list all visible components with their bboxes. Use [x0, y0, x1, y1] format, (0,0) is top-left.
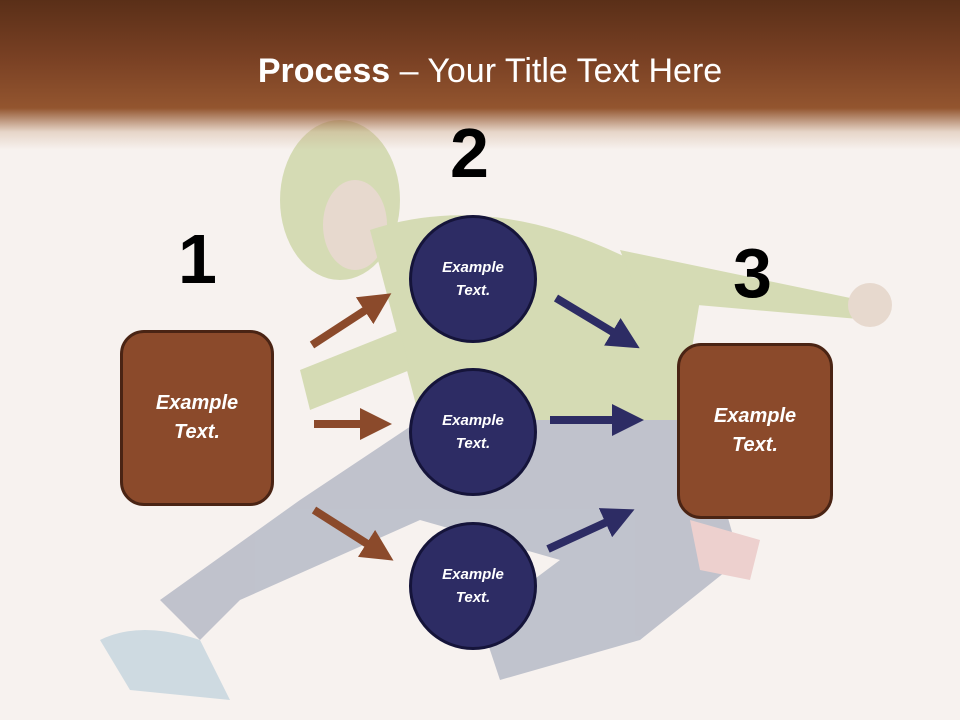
circle-middle-line2: Text.	[455, 435, 491, 452]
circle-top-line2: Text.	[455, 282, 491, 299]
step-number-1: 1	[178, 220, 217, 298]
circle-bottom-line1: Example	[442, 566, 504, 583]
slide-title: Process – Your Title Text Here	[0, 52, 960, 91]
step-3-line2: Text.	[732, 434, 778, 456]
step-number-2: 2	[450, 114, 489, 192]
title-bar	[0, 0, 960, 150]
step-3-line1: Example	[713, 405, 797, 427]
circle-bottom-line2: Text.	[455, 589, 491, 606]
title-rest: – Your Title Text Here	[390, 52, 723, 90]
circle-top-line1: Example	[442, 259, 504, 276]
title-bold: Process	[257, 52, 391, 90]
circle-middle-line1: Example	[442, 412, 504, 429]
step-1-line2: Text.	[174, 421, 220, 443]
step-1-line1: Example	[155, 392, 239, 414]
step-number-3: 3	[733, 234, 772, 312]
